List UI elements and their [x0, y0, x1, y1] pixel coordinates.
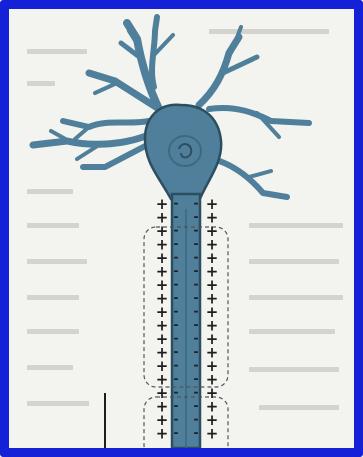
minus-sign-icon: -	[174, 264, 179, 278]
faint-text-line	[249, 259, 339, 264]
cell-body	[145, 105, 221, 201]
minus-sign-icon: -	[194, 277, 199, 291]
neuron-diagram: ++--++--++--++--++--++--++--++--++--++--…	[9, 9, 354, 448]
minus-sign-icon: -	[194, 250, 199, 264]
faint-text-line	[249, 329, 335, 334]
faint-text-line	[27, 329, 79, 334]
faint-text-line	[27, 295, 79, 300]
minus-sign-icon: -	[194, 426, 199, 440]
minus-sign-icon: -	[194, 264, 199, 278]
minus-sign-icon: -	[194, 196, 199, 210]
minus-sign-icon: -	[174, 358, 179, 372]
minus-sign-icon: -	[194, 304, 199, 318]
plus-sign-icon: +	[156, 425, 169, 443]
diagram-paper: ++--++--++--++--++--++--++--++--++--++--…	[9, 9, 354, 448]
minus-sign-icon: -	[194, 399, 199, 413]
minus-sign-icon: -	[194, 331, 199, 345]
plus-sign-icon: +	[206, 425, 219, 443]
minus-sign-icon: -	[194, 291, 199, 305]
minus-sign-icon: -	[174, 277, 179, 291]
faint-text-line	[27, 259, 87, 264]
minus-sign-icon: -	[174, 385, 179, 399]
faint-text-line	[27, 365, 73, 370]
minus-sign-icon: -	[174, 412, 179, 426]
faint-text-line	[209, 29, 329, 34]
minus-sign-icon: -	[194, 345, 199, 359]
minus-sign-icon: -	[194, 223, 199, 237]
faint-text-line	[27, 81, 55, 86]
minus-sign-icon: -	[174, 291, 179, 305]
minus-sign-icon: -	[194, 358, 199, 372]
minus-sign-icon: -	[174, 318, 179, 332]
faint-text-line	[27, 223, 79, 228]
minus-sign-icon: -	[194, 210, 199, 224]
minus-sign-icon: -	[174, 399, 179, 413]
minus-sign-icon: -	[194, 237, 199, 251]
faint-text-line	[249, 367, 339, 372]
minus-sign-icon: -	[174, 304, 179, 318]
faint-text-line	[27, 49, 87, 54]
minus-sign-icon: -	[174, 372, 179, 386]
faint-text-line	[249, 223, 343, 228]
minus-sign-icon: -	[174, 250, 179, 264]
faint-text-line	[27, 401, 89, 406]
minus-sign-icon: -	[194, 385, 199, 399]
faint-text-line	[259, 405, 339, 410]
minus-sign-icon: -	[174, 331, 179, 345]
faint-text-line	[249, 295, 343, 300]
minus-sign-icon: -	[174, 196, 179, 210]
minus-sign-icon: -	[194, 318, 199, 332]
minus-sign-icon: -	[194, 412, 199, 426]
minus-sign-icon: -	[174, 237, 179, 251]
minus-sign-icon: -	[174, 426, 179, 440]
minus-sign-icon: -	[174, 210, 179, 224]
minus-sign-icon: -	[174, 345, 179, 359]
minus-sign-icon: -	[174, 223, 179, 237]
minus-sign-icon: -	[194, 372, 199, 386]
faint-text-line	[27, 189, 73, 194]
